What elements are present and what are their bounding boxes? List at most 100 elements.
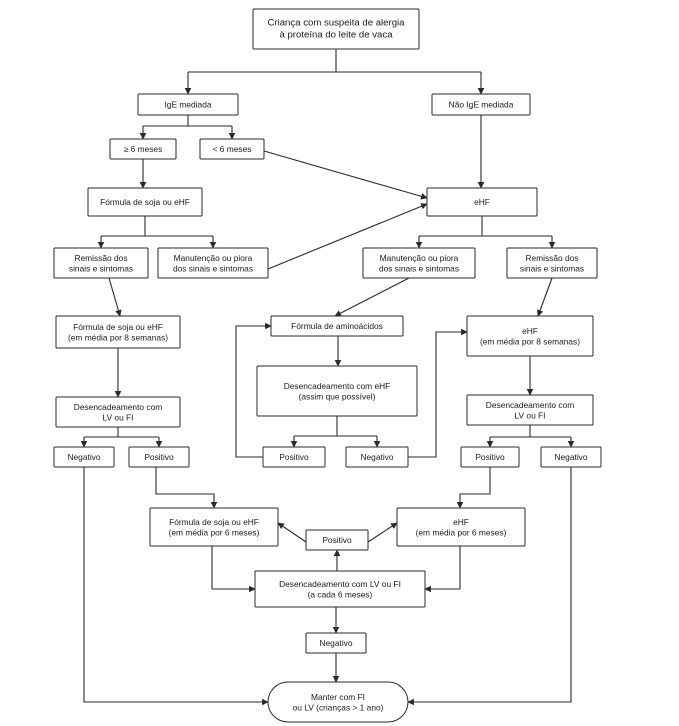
node-desehf: Desencadeamento com eHF(assim que possív… <box>256 365 418 417</box>
node-box <box>157 247 269 279</box>
node-box <box>466 315 594 357</box>
node-nonige: Não IgE mediada <box>431 93 531 116</box>
node-box <box>506 247 598 279</box>
node-label: eHF <box>453 517 469 527</box>
edges-layer <box>80 49 575 706</box>
node-label: IgE mediada <box>164 100 211 110</box>
node-label: Desencadeamento com <box>486 400 574 410</box>
node-label: Negativo <box>360 452 393 462</box>
node-label: à proteína do leite de vaca <box>279 30 393 41</box>
node-ige: IgE mediada <box>137 93 239 116</box>
node-box <box>55 396 181 428</box>
node-box <box>426 187 538 217</box>
node-box <box>128 446 190 468</box>
node-label: (em média por 6 meses) <box>169 527 260 537</box>
edge-lt6-ehf <box>263 150 428 200</box>
node-label: Positivo <box>475 452 505 462</box>
node-box <box>431 93 531 116</box>
node-label: Não IgE mediada <box>449 100 514 110</box>
node-soja1: Fórmula de soja ou eHF <box>87 187 203 217</box>
node-box <box>305 632 367 654</box>
node-box <box>87 187 203 217</box>
node-lt6: < 6 meses <box>199 138 265 160</box>
node-label: (em média por 8 semanas) <box>68 332 168 342</box>
node-ge6: ≥ 6 meses <box>109 138 177 160</box>
node-posM: Positivo <box>262 446 326 468</box>
node-box <box>55 315 181 349</box>
node-label: dos sinais e sintomas <box>379 263 459 273</box>
node-label: Positivo <box>279 452 309 462</box>
node-label: Positivo <box>322 535 352 545</box>
node-box <box>109 138 177 160</box>
node-label: (a cada 6 meses) <box>308 589 373 599</box>
node-box <box>252 8 420 50</box>
node-amino: Fórmula de aminoácidos <box>270 315 404 337</box>
node-ehf8: eHF(em média por 8 semanas) <box>466 315 594 357</box>
node-label: Fórmula de soja ou eHF <box>100 197 190 207</box>
edge-soja6-des6 <box>211 546 256 593</box>
node-box <box>540 446 602 468</box>
node-box <box>137 93 239 116</box>
node-label: (assim que possível) <box>299 391 376 401</box>
node-label: Manutenção ou piora <box>174 253 253 263</box>
node-negC: Negativo <box>305 632 367 654</box>
node-box <box>149 507 279 547</box>
node-negL: Negativo <box>53 446 115 468</box>
node-label: eHF <box>474 197 490 207</box>
node-label: ou LV (crianças > 1 ano) <box>293 702 384 712</box>
node-label: dos sinais e sintomas <box>173 263 253 273</box>
node-box <box>362 247 476 279</box>
node-label: Negativo <box>67 452 100 462</box>
node-negR: Negativo <box>540 446 602 468</box>
node-ehf1: eHF <box>426 187 538 217</box>
node-box <box>466 394 594 426</box>
edge-posC-soja6 <box>277 522 307 543</box>
edge-negM-ehf8 <box>408 328 468 458</box>
node-des6: Desencadeamento com LV ou FI(a cada 6 me… <box>254 570 426 608</box>
node-soja8: Fórmula de soja ou eHF(em média por 8 se… <box>55 315 181 349</box>
edge-posR-ehf6 <box>456 467 491 509</box>
node-label: Manutenção ou piora <box>380 253 459 263</box>
node-label: sinais e sintomas <box>520 263 584 273</box>
node-label: eHF <box>522 326 538 336</box>
node-label: (em média por 6 meses) <box>416 527 507 537</box>
node-label: Fórmula de soja ou eHF <box>169 517 259 527</box>
node-box <box>262 446 326 468</box>
edge-negR-manter <box>407 467 572 706</box>
node-label: Desencadeamento com LV ou FI <box>279 579 401 589</box>
edge-posC-ehf6 <box>367 522 398 543</box>
node-label: Remissão dos <box>74 253 127 263</box>
node-box <box>460 446 520 468</box>
node-box <box>199 138 265 160</box>
node-box <box>396 507 526 547</box>
edge-ehf6-des6 <box>424 546 461 593</box>
node-box <box>53 446 115 468</box>
node-soja6: Fórmula de soja ou eHF(em média por 6 me… <box>149 507 279 547</box>
node-label: Criança com suspeita de alergia <box>267 18 405 29</box>
node-box <box>345 446 409 468</box>
edge-rem2-ehf8 <box>536 277 553 317</box>
node-box <box>270 315 404 337</box>
node-label: Positivo <box>144 452 174 462</box>
node-label: Manter com FI <box>311 692 365 702</box>
node-negM: Negativo <box>345 446 409 468</box>
node-box <box>267 681 409 723</box>
edge-man1-ehf <box>267 203 428 270</box>
edge-posL-soja6 <box>155 467 218 509</box>
node-label: Negativo <box>319 638 352 648</box>
node-label: LV ou FI <box>102 412 133 422</box>
node-label: Remissão dos <box>525 253 578 263</box>
node-label: ≥ 6 meses <box>124 144 163 154</box>
node-label: Desencadeamento com eHF <box>284 381 391 391</box>
node-ehf6: eHF(em média por 6 meses) <box>396 507 526 547</box>
node-label: LV ou FI <box>514 410 545 420</box>
